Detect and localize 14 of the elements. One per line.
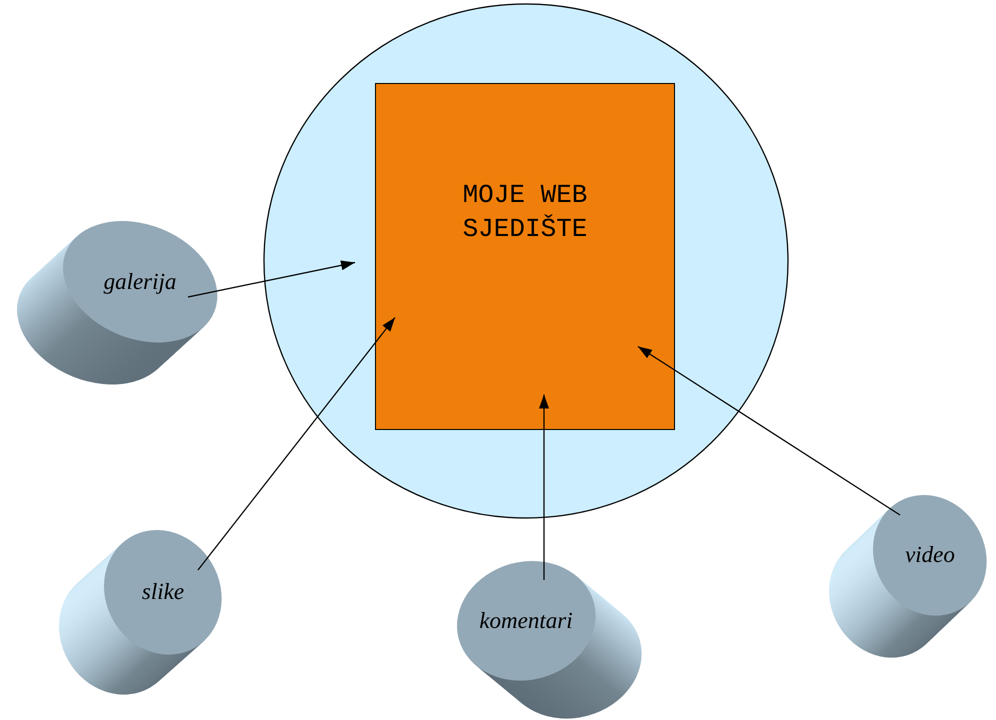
panel-title: MOJE WEB SJEDIŠTE (462, 179, 588, 246)
cylinder (16, 220, 218, 386)
cylinder-label: video (905, 542, 955, 568)
arrow (539, 394, 549, 580)
circle (263, 3, 789, 519)
cylinder (456, 560, 642, 720)
cylinder (58, 528, 223, 696)
cylinder (828, 494, 988, 658)
arrow (198, 317, 396, 570)
cylinder-label: galerija (104, 268, 176, 295)
cylinder-label: komentari (479, 608, 573, 634)
cylinder-label: slike (142, 578, 184, 605)
arrow (188, 260, 356, 298)
panel (375, 83, 675, 430)
